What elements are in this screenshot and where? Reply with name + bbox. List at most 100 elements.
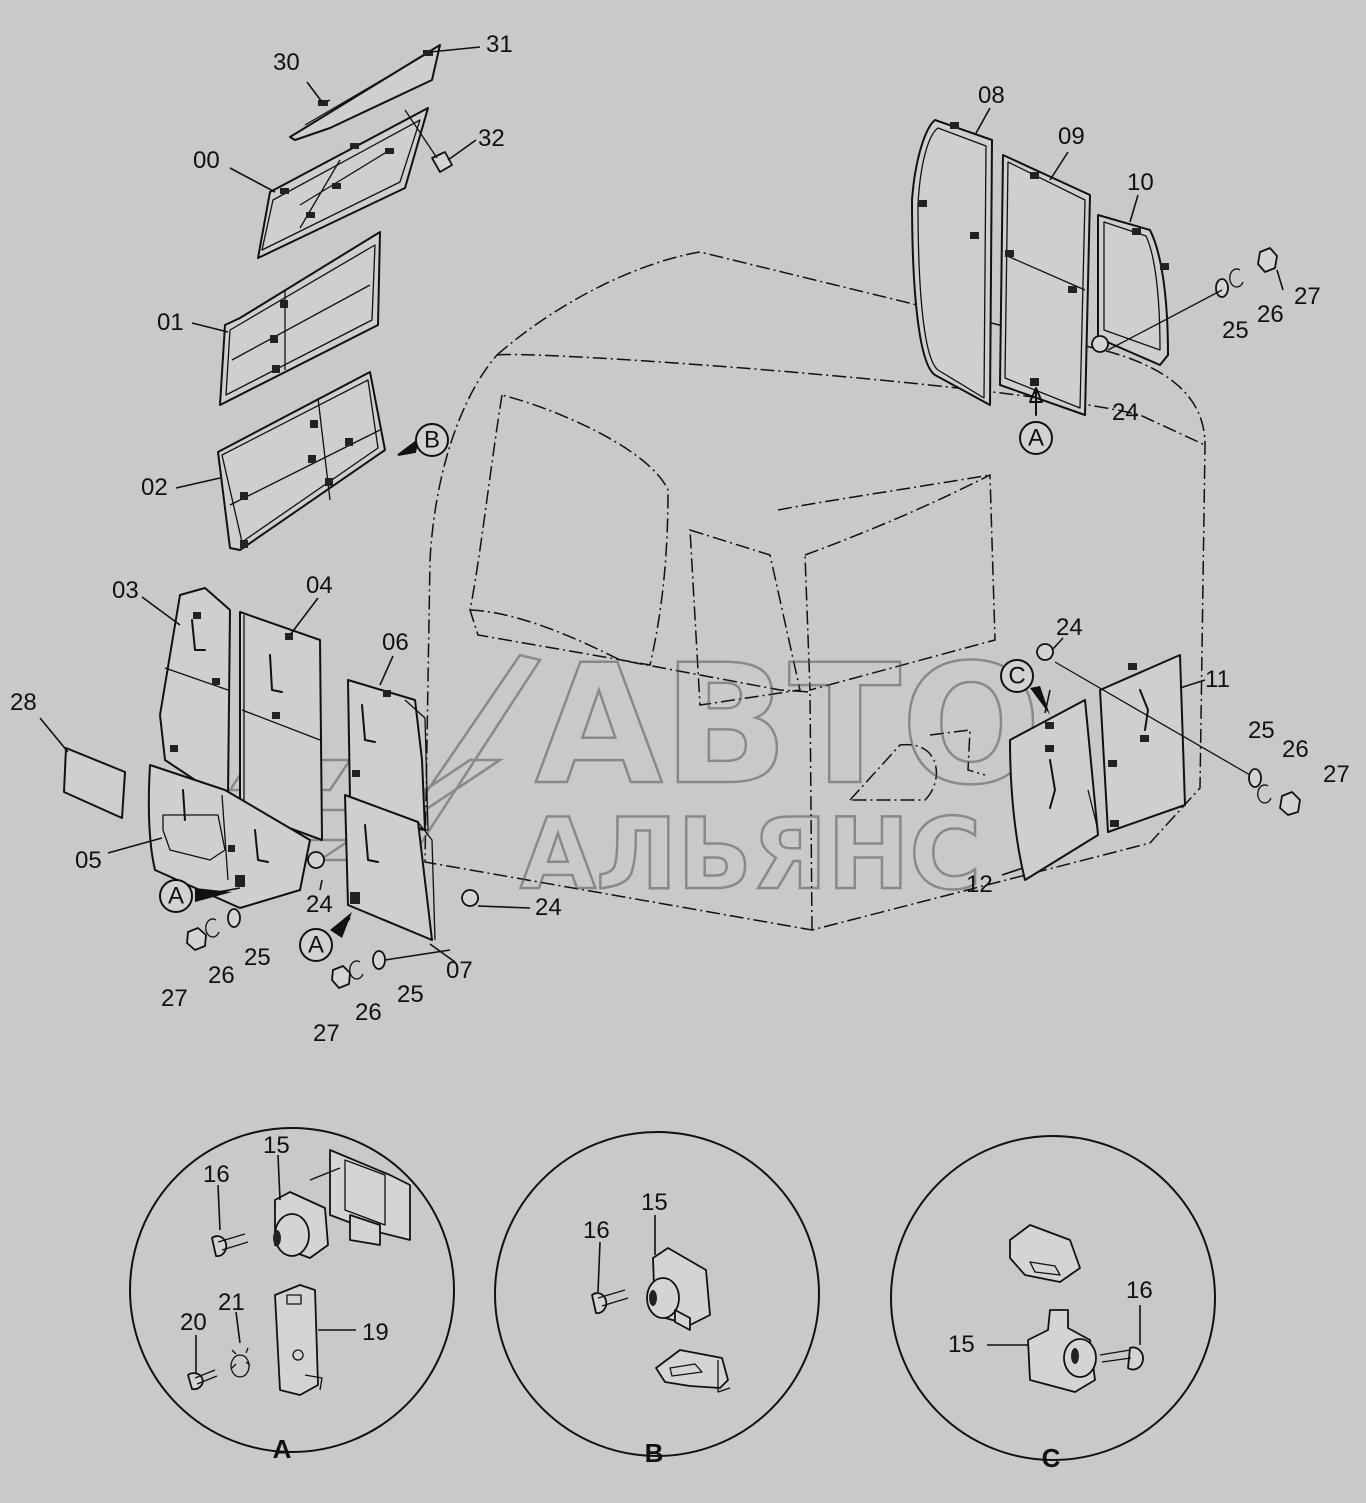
label-05: 05 — [75, 847, 102, 874]
detail-view-a: 15 16 19 20 21 A — [129, 1127, 455, 1464]
detail-b-label-16: 16 — [583, 1217, 610, 1244]
part-27-nut-top — [1257, 247, 1278, 273]
label-27-left: 27 — [161, 985, 188, 1012]
part-09-panel — [999, 154, 1091, 416]
label-27-mid: 27 — [313, 1020, 340, 1047]
part-26-lockwasher-right — [1257, 784, 1272, 804]
label-09: 09 — [1058, 123, 1085, 150]
part-08-panel — [911, 119, 993, 406]
callout-c-label: C — [1008, 663, 1025, 690]
label-08: 08 — [978, 82, 1005, 109]
detail-a-label-21: 21 — [218, 1289, 245, 1316]
part-25-washer-mid — [372, 950, 386, 970]
part-05-panel — [147, 764, 311, 909]
label-24-top: 24 — [1112, 399, 1139, 426]
part-26-lockwasher-mid — [349, 960, 364, 980]
detail-b-label-15: 15 — [641, 1189, 668, 1216]
part-27-nut-right — [1279, 791, 1301, 816]
detail-a-label-20: 20 — [180, 1309, 207, 1336]
label-32: 32 — [478, 125, 505, 152]
label-25-mid: 25 — [397, 981, 424, 1008]
label-10: 10 — [1127, 169, 1154, 196]
detail-b-title: B — [645, 1438, 664, 1468]
detail-c-label-16: 16 — [1126, 1277, 1153, 1304]
part-02-panel — [217, 371, 386, 551]
label-07: 07 — [446, 957, 473, 984]
side-panel-group — [63, 587, 479, 989]
right-panel-group — [1009, 643, 1301, 881]
part-25-washer-left — [227, 908, 241, 928]
detail-a-part-19-plate — [274, 1284, 319, 1396]
part-28-label — [63, 747, 126, 819]
part-11-panel — [1099, 654, 1186, 833]
label-31: 31 — [486, 31, 513, 58]
part-24-bolt-mid — [461, 889, 479, 907]
label-01: 01 — [157, 309, 184, 336]
watermark-line-2: АЛЬЯНС — [520, 798, 981, 912]
part-01-panel — [219, 231, 381, 406]
label-04: 04 — [306, 572, 333, 599]
detail-a-part-20-screw — [187, 1372, 204, 1391]
part-25-washer-top — [1215, 278, 1229, 298]
detail-view-c: 15 16 C — [890, 1135, 1216, 1473]
label-24-right: 24 — [1056, 614, 1083, 641]
label-28: 28 — [10, 689, 37, 716]
callout-a-top-label: A — [1028, 425, 1044, 452]
watermark: АВТО АЛЬЯНС — [227, 628, 1043, 913]
label-00: 00 — [193, 147, 220, 174]
detail-a-label-19: 19 — [362, 1319, 389, 1346]
callout-a-left[interactable]: A — [159, 879, 232, 913]
label-26-top: 26 — [1257, 301, 1284, 328]
detail-c-title: C — [1042, 1443, 1061, 1473]
rear-window-panel-group — [911, 119, 1278, 416]
part-25-washer-right — [1248, 768, 1262, 788]
label-11: 11 — [1205, 666, 1230, 693]
callout-b[interactable]: B — [397, 423, 449, 457]
detail-a-label-16: 16 — [203, 1161, 230, 1188]
part-03-panel — [159, 587, 231, 796]
label-03: 03 — [112, 577, 139, 604]
label-24-mid: 24 — [535, 894, 562, 921]
part-24-bolt-right — [1036, 643, 1054, 661]
detail-a-part-21-lockwasher — [230, 1347, 251, 1378]
label-02: 02 — [141, 474, 168, 501]
detail-b-part-16-screw — [591, 1292, 608, 1314]
detail-a-title: A — [273, 1434, 292, 1464]
label-25-left: 25 — [244, 944, 271, 971]
label-26-left: 26 — [208, 962, 235, 989]
detail-c-part-16-screw — [1127, 1346, 1144, 1371]
label-27-top: 27 — [1294, 283, 1321, 310]
callout-a-mid-label: A — [308, 932, 324, 959]
part-27-nut-mid — [331, 965, 351, 989]
label-26-right: 26 — [1282, 736, 1309, 763]
detail-a-part-16-screw — [211, 1235, 228, 1257]
label-12: 12 — [966, 871, 993, 898]
label-06: 06 — [382, 629, 409, 656]
part-07-panel — [344, 794, 433, 941]
detail-view-b: 15 16 B — [494, 1131, 820, 1468]
label-26-mid: 26 — [355, 999, 382, 1026]
part-27-nut-left — [186, 927, 207, 951]
callout-c[interactable]: C — [1000, 659, 1050, 715]
part-26-lockwasher-left — [205, 918, 220, 938]
roof-panel-group — [217, 44, 453, 551]
detail-b-bracket — [655, 1349, 729, 1389]
watermark-line-1: АВТО — [535, 629, 1041, 821]
label-25-right: 25 — [1248, 717, 1275, 744]
label-27-right: 27 — [1323, 761, 1350, 788]
detail-c-label-15: 15 — [948, 1331, 975, 1358]
callout-b-label: B — [424, 427, 440, 454]
callout-a-left-label: A — [168, 883, 184, 910]
label-24-left: 24 — [306, 891, 333, 918]
part-26-lockwasher-top — [1229, 268, 1244, 288]
label-25-top: 25 — [1222, 317, 1249, 344]
part-24-bolt-top — [1091, 335, 1109, 353]
part-24-bolt-left — [307, 851, 325, 869]
part-06-panel — [347, 679, 426, 831]
detail-a-label-15: 15 — [263, 1132, 290, 1159]
part-labels: 30 31 32 00 01 02 03 04 06 28 05 24 24 0… — [10, 31, 1350, 1047]
callout-a-top[interactable]: A — [1019, 387, 1053, 455]
label-30: 30 — [273, 49, 300, 76]
callout-a-mid[interactable]: A — [299, 912, 352, 962]
